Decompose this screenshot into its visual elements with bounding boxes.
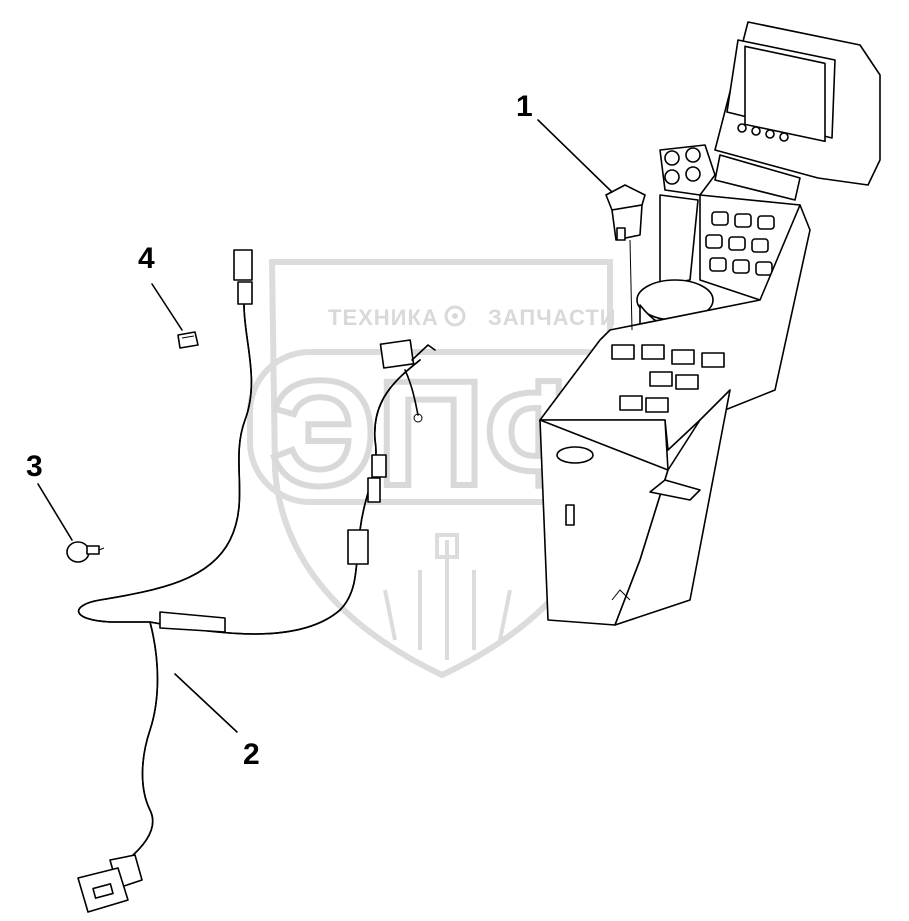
leader-lines <box>37 119 613 733</box>
wiring-harness-icon <box>77 249 436 913</box>
watermark-left-word: ТЕХНИКА <box>328 305 439 330</box>
callout-2: 2 <box>243 738 260 771</box>
callout-3: 3 <box>26 450 43 483</box>
gear-icon <box>444 305 466 327</box>
display-buttons <box>737 123 789 142</box>
keypad-keys <box>705 211 775 276</box>
rocker-switch-icon <box>605 184 646 331</box>
cable-clip-icon <box>66 541 105 563</box>
callout-4: 4 <box>138 242 155 275</box>
joystick-console-icon <box>539 21 881 626</box>
wheat-icon <box>383 533 512 660</box>
switch-slots <box>611 344 725 413</box>
watermark-right-word: ЗАПЧАСТИ <box>488 305 617 330</box>
fuse-icon <box>177 331 199 349</box>
callout-1: 1 <box>516 90 533 123</box>
